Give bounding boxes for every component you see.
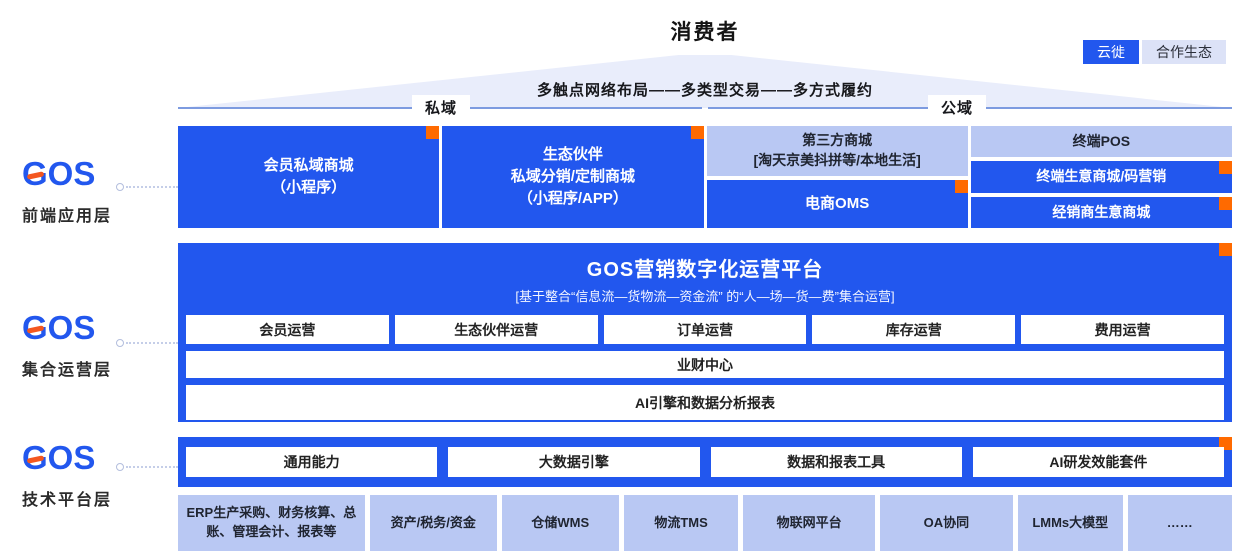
box-text-line: 第三方商城 [802,132,873,149]
box-ecommerce-oms: 电商OMS [706,180,968,228]
layer-frontend: GOS 前端应用层 [22,156,152,226]
box-text-line: 生态伙伴 [542,146,603,164]
box-dealer-business-mall: 经销商生意商城 [970,196,1232,228]
box-member-operation: 会员运营 [186,315,389,344]
tab-partner-ecosystem[interactable]: 合作生态 [1142,40,1226,64]
top-right-tabs: 云徙 合作生态 [1083,40,1226,64]
connector-dotted-line [126,466,178,468]
box-tms: 物流TMS [623,495,739,551]
box-general-capability: 通用能力 [186,447,438,477]
layer-operations: GOS 集合运营层 [22,310,152,380]
box-text-line: 经销商生意商城 [1052,203,1151,220]
box-text-line: 私域分销/定制商城 [510,168,635,186]
box-text-line: 终端POS [1072,132,1131,149]
corner-accent [1219,243,1232,256]
connector-frontend [116,183,178,191]
corner-accent [1219,437,1232,450]
layer-tech-platform-label: 技术平台层 [22,492,113,509]
gos-logo: GOS [22,440,95,483]
tab-yunxi[interactable]: 云徙 [1083,40,1139,64]
connector-dotted-line [126,342,178,344]
box-partner-distribution-mall: 生态伙伴 私域分销/定制商城 （小程序/APP） [442,126,704,228]
box-iot-platform: 物联网平台 [743,495,875,551]
corner-accent [1219,196,1232,210]
platform-subtitle: [基于整合“信息流—货物流—资金流” 的“人—场—货—费”集合运营] [515,289,895,304]
operations-row: 会员运营 生态伙伴运营 订单运营 库存运营 费用运营 [186,315,1224,344]
box-text-line: [淘天京美抖拼等/本地生活] [753,152,921,168]
box-terminal-pos: 终端POS [970,126,1232,158]
box-data-report-tools: 数据和报表工具 [710,447,962,477]
domain-label-public: 公域 [928,95,987,119]
corner-accent [426,126,440,139]
connector-ring-icon [116,339,124,347]
box-order-operation: 订单运营 [603,315,807,344]
connector-dotted-line [126,186,178,188]
layer-tech-platform: GOS 技术平台层 [22,440,152,510]
box-ai-devtools-suite: AI研发效能套件 [972,447,1224,477]
corner-accent [954,180,968,193]
corner-accent [1219,161,1232,175]
corner-accent [690,126,704,139]
consumer-funnel: 多触点网络布局——多类型交易——多方式履约 [178,55,1232,108]
box-third-party-mall: 第三方商城 [淘天京美抖拼等/本地生活] [706,126,968,176]
layer-frontend-label: 前端应用层 [22,208,113,225]
box-text-line: 会员私域商城 [263,157,354,175]
box-terminal-business-mall: 终端生意商城/码营销 [970,161,1232,193]
systems-row: ERP生产采购、财务核算、总账、管理会计、报表等 资产/税务/资金 仓储WMS … [178,495,1232,551]
gos-logo: GOS [22,156,95,199]
box-expense-operation: 费用运营 [1021,315,1224,344]
box-ai-engine-reports: AI引擎和数据分析报表 [186,385,1224,420]
tech-band: 通用能力 大数据引擎 数据和报表工具 AI研发效能套件 [178,437,1232,487]
box-inventory-operation: 库存运营 [812,315,1016,344]
box-more-ellipsis: …… [1127,495,1232,551]
box-partner-operation: 生态伙伴运营 [394,315,598,344]
front-layer-row: 会员私域商城 （小程序） 生态伙伴 私域分销/定制商城 （小程序/APP） 第三… [178,126,1232,228]
layer-operations-label: 集合运营层 [22,362,113,379]
box-llm: LMMs大模型 [1018,495,1123,551]
platform-title: GOS营销数字化运营平台 [586,259,824,281]
connector-operations [116,339,178,347]
box-business-finance-center: 业财中心 [186,351,1224,378]
page-title: 消费者 [670,21,740,44]
gos-logo: GOS [22,310,95,353]
platform-panel: GOS营销数字化运营平台 [基于整合“信息流—货物流—资金流” 的“人—场—货—… [178,243,1232,422]
box-text-line: （小程序/APP） [517,189,628,207]
box-asset-tax-fund: 资产/税务/资金 [369,495,497,551]
funnel-text: 多触点网络布局——多类型交易——多方式履约 [536,82,873,99]
box-erp: ERP生产采购、财务核算、总账、管理会计、报表等 [178,495,365,551]
domain-label-private: 私域 [412,95,471,119]
box-text-line: 电商OMS [805,195,870,213]
connector-tech-platform [116,463,178,471]
box-bigdata-engine: 大数据引擎 [448,447,700,477]
connector-ring-icon [116,183,124,191]
connector-ring-icon [116,463,124,471]
box-oa: OA协同 [879,495,1013,551]
box-text-line: （小程序） [271,179,347,196]
box-wms: 仓储WMS [501,495,619,551]
box-text-line: 终端生意商城/码营销 [1036,168,1167,185]
box-member-private-mall: 会员私域商城 （小程序） [178,126,440,228]
